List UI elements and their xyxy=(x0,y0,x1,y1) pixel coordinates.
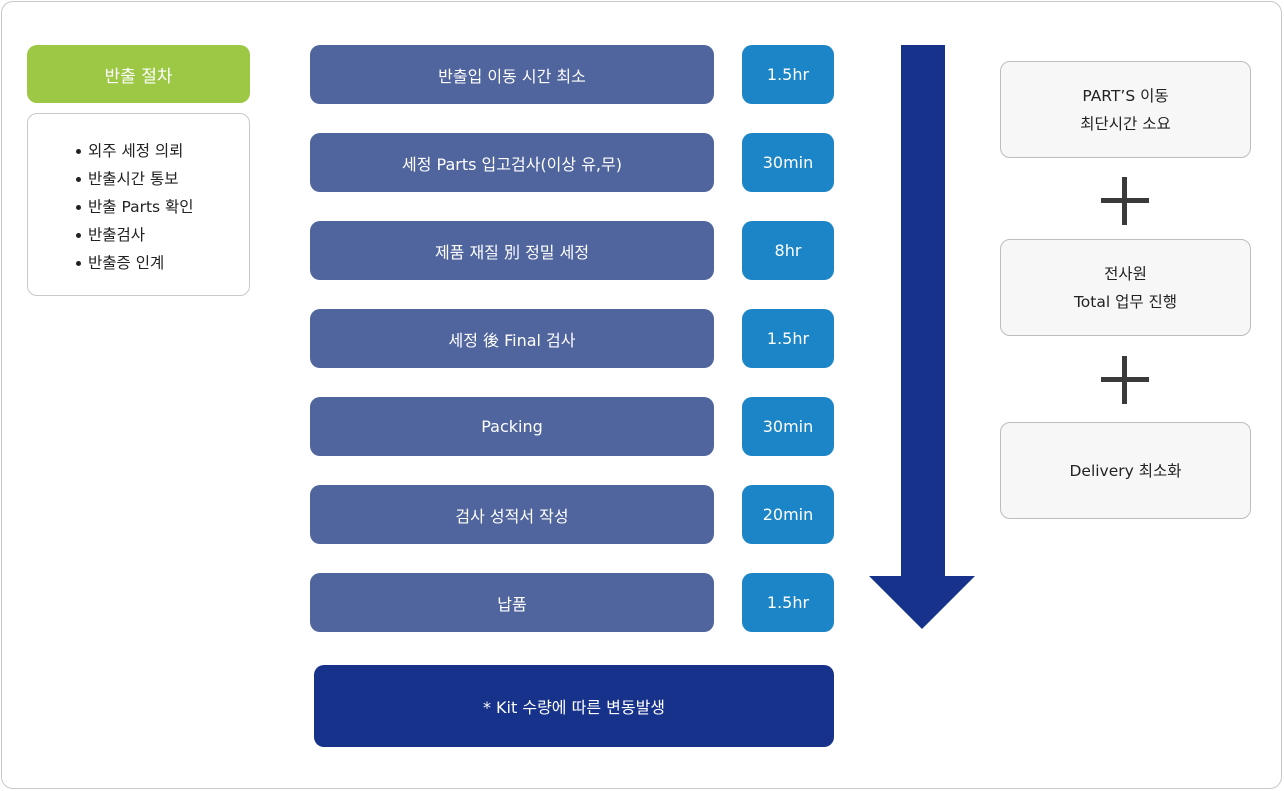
benefit-line: Delivery 최소화 xyxy=(1069,461,1182,480)
benefit-box: Delivery 최소화 xyxy=(1000,422,1251,519)
process-list-box: 외주 세정 의뢰 반출시간 통보 반출 Parts 확인 반출검사 반출증 인계 xyxy=(27,113,250,296)
process-title: 반출 절차 xyxy=(27,45,250,103)
process-list-item: 반출시간 통보 xyxy=(76,165,249,193)
step-time: 1.5hr xyxy=(742,45,834,104)
process-list-item: 반출검사 xyxy=(76,221,249,249)
step-time: 1.5hr xyxy=(742,309,834,368)
step-box: 제품 재질 別 정밀 세정 xyxy=(310,221,714,280)
step-box: 반출입 이동 시간 최소 xyxy=(310,45,714,104)
benefit-line: PART’S 이동 xyxy=(1082,86,1169,105)
variation-note: * Kit 수량에 따른 변동발생 xyxy=(314,665,834,747)
process-list: 외주 세정 의뢰 반출시간 통보 반출 Parts 확인 반출검사 반출증 인계 xyxy=(76,137,249,277)
benefit-box: PART’S 이동 최단시간 소요 xyxy=(1000,61,1251,158)
benefit-line: 전사원 xyxy=(1104,264,1147,283)
step-box: Packing xyxy=(310,397,714,456)
step-time: 30min xyxy=(742,397,834,456)
step-box: 검사 성적서 작성 xyxy=(310,485,714,544)
step-box: 세정 Parts 입고검사(이상 유,무) xyxy=(310,133,714,192)
plus-icon xyxy=(1101,356,1149,404)
down-arrow-icon xyxy=(869,45,975,629)
step-time: 30min xyxy=(742,133,834,192)
plus-icon xyxy=(1101,177,1149,225)
step-box: 세정 後 Final 검사 xyxy=(310,309,714,368)
step-box: 납품 xyxy=(310,573,714,632)
process-list-item: 반출증 인계 xyxy=(76,249,249,277)
process-list-item: 외주 세정 의뢰 xyxy=(76,137,249,165)
process-list-item: 반출 Parts 확인 xyxy=(76,193,249,221)
benefit-line: Total 업무 진행 xyxy=(1073,292,1178,311)
step-time: 1.5hr xyxy=(742,573,834,632)
step-time: 20min xyxy=(742,485,834,544)
step-time: 8hr xyxy=(742,221,834,280)
benefit-box: 전사원 Total 업무 진행 xyxy=(1000,239,1251,336)
benefit-line: 최단시간 소요 xyxy=(1080,114,1171,133)
